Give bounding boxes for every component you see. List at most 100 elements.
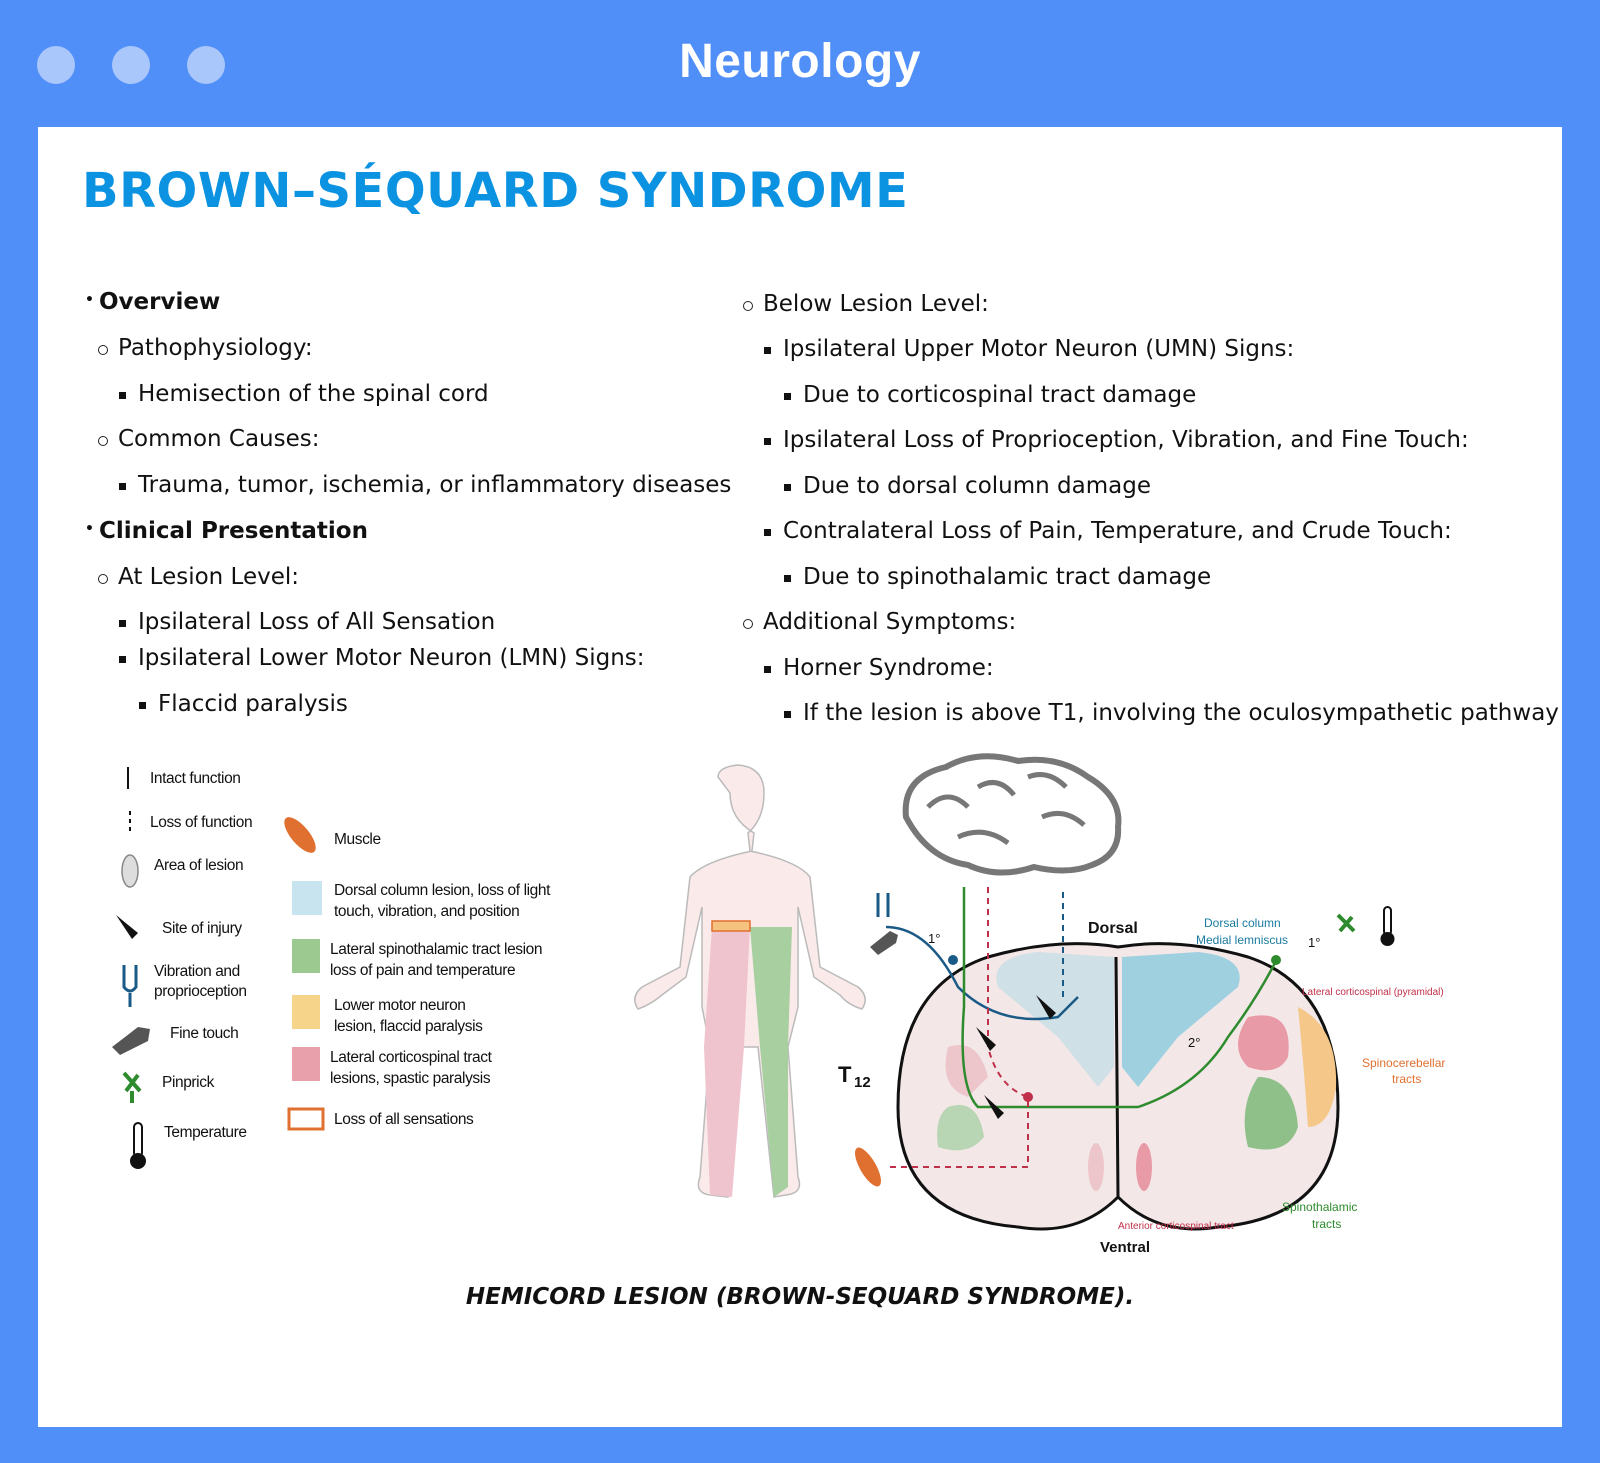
spinothalamic-pathway	[961, 887, 1280, 1109]
corticospinal-pathway	[888, 887, 1029, 1168]
tuning-fork-icon	[122, 965, 138, 1007]
label-dc-1: Dorsal column	[1204, 916, 1281, 930]
acst-right	[1136, 1143, 1152, 1191]
pinprick-stimulus-icon	[1336, 913, 1356, 933]
window-titlebar: Neurology	[0, 0, 1600, 127]
label-lcst: Lateral corticospinal (pyramidal)	[1302, 987, 1444, 998]
at-lesion-label: At Lesion Level:	[97, 564, 300, 590]
at-lesion-item-1: Ipsilateral Loss of All Sensation	[118, 609, 496, 635]
acst-left	[1088, 1143, 1104, 1191]
causes-label: Common Causes:	[98, 426, 320, 452]
legend-vibration-2: proprioception	[154, 983, 247, 1000]
lcst-left	[945, 1045, 988, 1097]
close-dot[interactable]	[37, 46, 75, 84]
legend-intact: Intact function	[150, 770, 241, 787]
midline	[1114, 956, 1120, 1198]
legend-site: Site of injury	[162, 920, 242, 937]
dorsal-column-left	[996, 952, 1114, 1087]
label-dc-2: Medial lemniscus	[1196, 933, 1288, 947]
label-first-order-left: 1°	[928, 931, 940, 946]
spinothalamic-swatch	[292, 939, 320, 973]
body-figure	[634, 764, 866, 1198]
dorsal-column-pathway	[885, 925, 1079, 1021]
legend-all: Loss of all sensations	[334, 1111, 474, 1128]
label-level-main: T	[838, 1062, 852, 1087]
label-dorsal: Dorsal	[1088, 920, 1138, 937]
legend-lmn-1: Lower motor neuron	[334, 997, 466, 1014]
legend-fine-touch: Fine touch	[170, 1025, 238, 1042]
legend-lcst-1: Lateral corticospinal tract	[330, 1049, 493, 1066]
horner-sub: If the lesion is above T1, involving the…	[784, 700, 1559, 726]
legend-lateral-st-1: Lateral spinothalamic tract lesion	[330, 941, 542, 958]
lower-motor-neuron	[1023, 1092, 1033, 1102]
muscle-target-icon	[855, 1147, 881, 1187]
pain-sub: Due to spinothalamic tract damage	[783, 564, 1212, 590]
legend-lateral-st-2: loss of pain and temperature	[330, 962, 515, 979]
injury-site-3	[984, 1095, 1004, 1119]
thermometer-bulb	[130, 1153, 146, 1169]
legend-lmn-2: lesion, flaccid paralysis	[334, 1018, 483, 1035]
proprio-item: Ipsilateral Loss of Proprioception, Vibr…	[764, 427, 1469, 453]
at-lesion-sub: Flaccid paralysis	[139, 691, 348, 717]
spinothalamic-right	[1244, 1077, 1298, 1150]
figure-caption: HEMICORD LESION (BROWN-SEQUARD SYNDROME)…	[465, 1284, 1135, 1310]
label-first-order-right: 1°	[1308, 935, 1320, 950]
brush-icon	[112, 1027, 150, 1055]
legend-muscle: Muscle	[334, 831, 381, 848]
overview-heading: Overview	[85, 291, 220, 314]
proprio-sub: Due to dorsal column damage	[784, 473, 1151, 499]
dorsal-column-right	[1122, 952, 1240, 1087]
all-sensation-icon	[287, 1107, 325, 1131]
area-of-lesion-icon	[121, 854, 139, 888]
causes-item: Trauma, tumor, ischemia, or inflammatory…	[118, 472, 732, 498]
first-order-neuron-left	[948, 955, 958, 965]
pain-item: Contralateral Loss of Pain, Temperature,…	[764, 518, 1452, 544]
label-st-1: Spinothalamic	[1282, 1200, 1357, 1214]
lesion-band	[711, 920, 751, 932]
minimize-dot[interactable]	[112, 46, 150, 84]
label-acst: Anterior corticospinal tract	[1118, 1221, 1234, 1232]
legend-area: Area of lesion	[154, 857, 243, 874]
spinothalamic-left	[937, 1105, 984, 1151]
window-title: Neurology	[679, 35, 921, 88]
label-ventral: Ventral	[1100, 1239, 1150, 1256]
maximize-dot[interactable]	[187, 46, 225, 84]
legend-dorsal-2: touch, vibration, and position	[334, 903, 519, 920]
label-st-2: tracts	[1312, 1217, 1341, 1231]
figure-legend-left: Intact function Loss of function Area of…	[112, 767, 253, 1169]
lcst-swatch	[292, 1047, 320, 1081]
legend-temperature: Temperature	[164, 1124, 247, 1141]
brain-outline	[902, 753, 1122, 876]
injury-markers	[976, 995, 1056, 1119]
label-sc-2: tracts	[1392, 1072, 1421, 1086]
legend-vibration-1: Vibration and	[154, 963, 240, 980]
page-title: BROWN–SÉQUARD SYNDROME	[82, 163, 909, 219]
hemicord-lesion-figure: Intact function Loss of function Area of…	[112, 753, 1445, 1256]
muscle-icon	[284, 817, 316, 853]
pathophysiology-label: Pathophysiology:	[98, 335, 313, 361]
below-lesion-label: Below Lesion Level:	[743, 291, 989, 317]
brain-icon	[902, 753, 1122, 876]
right-leg-spinothalamic-area	[750, 927, 792, 1197]
spinocerebellar-right	[1298, 1007, 1337, 1127]
injury-site-2	[976, 1027, 996, 1051]
pathways	[855, 887, 1281, 1187]
additional-label: Additional Symptoms:	[742, 609, 1017, 635]
legend-loss: Loss of function	[150, 814, 252, 831]
umn-item: Ipsilateral Upper Motor Neuron (UMN) Sig…	[763, 336, 1295, 362]
vibration-stimulus-icon	[876, 893, 890, 917]
injury-site-1	[1036, 995, 1056, 1019]
site-of-injury-icon	[116, 915, 138, 939]
figure-legend-right: Muscle Dorsal column lesion, loss of lig…	[284, 817, 552, 1131]
thermometer-icon	[133, 1122, 143, 1158]
content-panel: BROWN–SÉQUARD SYNDROME Overview Pathophy…	[38, 127, 1562, 1427]
body-outline	[634, 764, 866, 1198]
pinprick-icon	[122, 1071, 142, 1103]
temperature-stimulus-icon	[1383, 906, 1392, 936]
label-level-sub: 12	[854, 1074, 871, 1091]
lmn-swatch	[292, 995, 320, 1029]
lcst-right	[1238, 1015, 1289, 1071]
clinical-heading: Clinical Presentation	[85, 520, 368, 543]
label-sc-1: Spinocerebellar	[1362, 1056, 1445, 1070]
horner-item: Horner Syndrome:	[764, 655, 994, 681]
